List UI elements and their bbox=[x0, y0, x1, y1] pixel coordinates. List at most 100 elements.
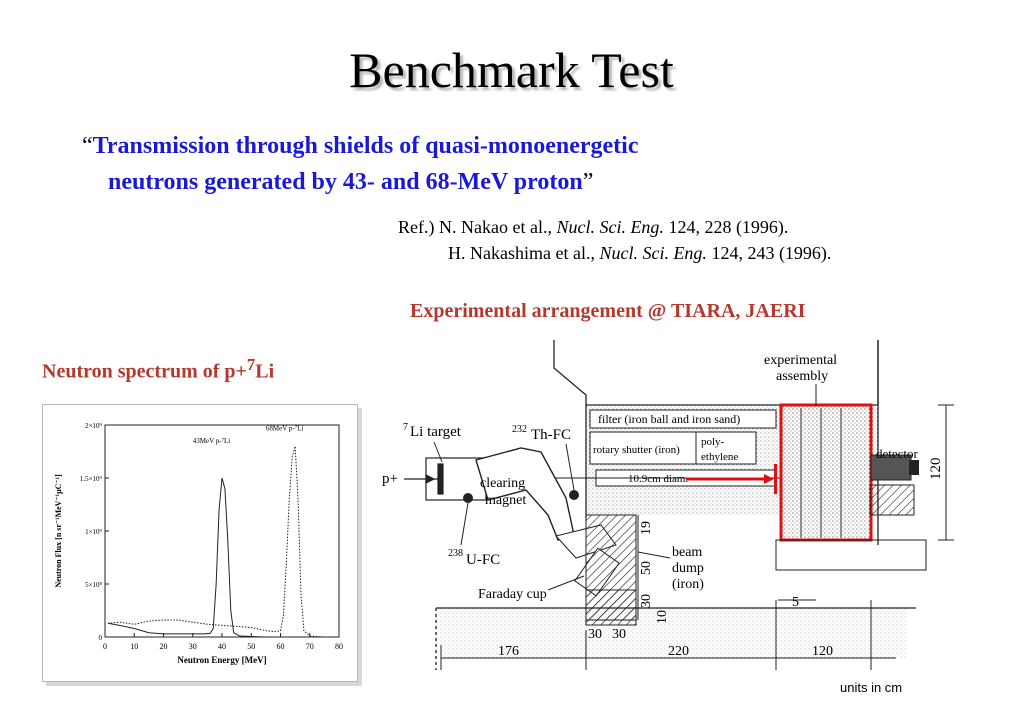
beam-marker bbox=[774, 464, 777, 494]
filter-label: filter (iron ball and iron sand) bbox=[598, 412, 740, 426]
detector-body bbox=[870, 454, 912, 481]
dim-5: 5 bbox=[792, 595, 799, 610]
poly-label-2: ethylene bbox=[701, 451, 738, 463]
dimension-lines bbox=[440, 404, 954, 670]
x-tick-label: 10 bbox=[130, 642, 138, 651]
quote-close-mark: ” bbox=[582, 169, 594, 195]
th-fc-dot bbox=[569, 490, 579, 500]
plot-frame bbox=[104, 424, 340, 638]
beam-dump-label-1: beam bbox=[672, 545, 702, 560]
dim-176: 176 bbox=[498, 644, 519, 659]
beam-dump-label-3: (iron) bbox=[672, 577, 704, 592]
quote-text-1: Transmission through shields of quasi-mo… bbox=[92, 133, 639, 159]
x-tick-label: 80 bbox=[335, 642, 343, 651]
spectrum-figure: 0 10 20 30 40 50 60 70 80 0 5×10⁸ 1×10⁹ 1.5×10⁹ 2×10⁹… bbox=[42, 404, 358, 682]
dim-30: 30 bbox=[639, 594, 654, 608]
beam-dump-label-2: dump bbox=[672, 561, 704, 576]
assembly-label-2: assembly bbox=[776, 369, 828, 384]
rotary-shutter bbox=[589, 431, 697, 465]
dim-10: 10 bbox=[655, 610, 670, 624]
series-label-68mev: 68MeV p-⁷Li bbox=[266, 424, 304, 432]
u-fc-leader bbox=[460, 502, 469, 546]
ref1-prefix: Ref.) N. Nakao et al., bbox=[398, 217, 557, 237]
magnet-label-1: clearing bbox=[480, 476, 525, 491]
ref1-journal: Nucl. Sci. Eng. bbox=[556, 217, 664, 237]
detector-label: detector bbox=[876, 446, 919, 461]
x-tick-label: 70 bbox=[306, 642, 314, 651]
poly-label-1: poly- bbox=[701, 436, 725, 448]
quote-text-2: neutrons generated by 43- and 68-MeV pro… bbox=[108, 169, 583, 195]
assembly-label-1: experimental bbox=[764, 353, 837, 368]
arrangement-caption: Experimental arrangement @ TIARA, JAERI bbox=[410, 300, 806, 322]
ref2-journal: Nucl. Sci. Eng. bbox=[599, 243, 707, 263]
floor-concrete bbox=[436, 608, 906, 658]
x-tick-label: 50 bbox=[247, 642, 255, 651]
slide-title: Benchmark Test bbox=[349, 42, 674, 98]
y-tick-label: 1×10⁹ bbox=[85, 528, 102, 536]
neutron-beam-arrowhead bbox=[764, 474, 774, 484]
series-line-1 bbox=[107, 477, 266, 638]
dim-19: 19 bbox=[639, 521, 654, 535]
spectrum-chart: 0 10 20 30 40 50 60 70 80 0 5×10⁸ 1×10⁹ 1.5×10⁹ 2×10⁹… bbox=[54, 422, 343, 665]
spectrum-caption-suffix: Li bbox=[255, 360, 275, 383]
iron-filter bbox=[589, 409, 777, 429]
beam-dump-leader bbox=[637, 551, 671, 559]
y-tick-label: 5×10⁸ bbox=[85, 581, 102, 589]
quote-open-mark: “ bbox=[82, 133, 93, 159]
x-tick-label: 40 bbox=[218, 642, 226, 651]
x-tick-label: 60 bbox=[277, 642, 285, 651]
series-line-2 bbox=[107, 446, 325, 638]
polyethylene-block bbox=[695, 431, 757, 465]
th-fc-leader bbox=[565, 443, 575, 491]
units-note: units in cm bbox=[840, 680, 903, 695]
th-fc-sup: 232 bbox=[512, 424, 527, 435]
faraday-label: Faraday cup bbox=[478, 587, 547, 602]
u-fc-sup: 238 bbox=[448, 548, 463, 559]
quote-line-1: “Transmission through shields of quasi-m… bbox=[82, 128, 639, 164]
ref2-suffix: 124, 243 (1996). bbox=[706, 243, 832, 263]
experimental-assembly bbox=[779, 403, 873, 542]
shutter-label: rotary shutter (iron) bbox=[593, 444, 680, 456]
li-target-sup: 7 bbox=[403, 422, 408, 433]
faraday-leader bbox=[547, 575, 585, 591]
beam-dump-base bbox=[585, 589, 637, 621]
dim-30-a: 30 bbox=[588, 627, 602, 642]
spectrum-caption: Neutron spectrum of p+7Li bbox=[42, 355, 274, 384]
dim-120-vertical: 120 bbox=[928, 458, 944, 481]
y-tick-label: 0 bbox=[99, 634, 103, 642]
study-quote: “Transmission through shields of quasi-m… bbox=[82, 128, 639, 200]
target-chamber bbox=[404, 457, 487, 501]
li-target-leader bbox=[433, 441, 443, 463]
y-tick-label: 1.5×10⁹ bbox=[80, 475, 103, 483]
x-tick-label: 20 bbox=[160, 642, 168, 651]
magnet-label-2: magnet bbox=[485, 493, 526, 508]
quote-line-2: neutrons generated by 43- and 68-MeV pro… bbox=[82, 164, 639, 200]
detector-head bbox=[909, 460, 919, 475]
assembly-table bbox=[775, 539, 927, 571]
ref1-suffix: 124, 228 (1996). bbox=[663, 217, 789, 237]
references: Ref.) N. Nakao et al., Nucl. Sci. Eng. 1… bbox=[398, 214, 831, 266]
proton-label: p+ bbox=[382, 471, 398, 487]
dim-220: 220 bbox=[668, 644, 689, 659]
u-fc-label: U-FC bbox=[466, 552, 500, 568]
spectrum-caption-prefix: Neutron spectrum of p+ bbox=[42, 360, 247, 383]
reference-2: H. Nakashima et al., Nucl. Sci. Eng. 124… bbox=[398, 240, 831, 266]
x-tick-label: 30 bbox=[189, 642, 197, 651]
detector-stand bbox=[869, 484, 915, 516]
dim-50: 50 bbox=[639, 561, 654, 575]
u-fc-dot bbox=[463, 493, 473, 503]
collimator-label: 10.9cm diam. bbox=[628, 473, 688, 485]
experimental-arrangement-diagram: filter (iron ball and iron sand) rotary … bbox=[382, 340, 954, 670]
th-fc-label: Th-FC bbox=[531, 427, 571, 443]
series-label-43mev: 43MeV p-⁷Li bbox=[193, 437, 231, 445]
y-axis-label: Neutron Flux [n sr⁻¹MeV⁻¹μC⁻¹] bbox=[54, 474, 63, 588]
x-axis-label: Neutron Energy [MeV] bbox=[177, 655, 266, 665]
ref2-prefix: H. Nakashima et al., bbox=[448, 243, 600, 263]
dim-120-horizontal: 120 bbox=[812, 644, 833, 659]
spectrum-caption-sup: 7 bbox=[246, 355, 256, 374]
x-tick-label: 0 bbox=[103, 642, 107, 651]
dim-30-b: 30 bbox=[612, 627, 626, 642]
y-tick-label: 2×10⁹ bbox=[85, 422, 102, 430]
reference-1: Ref.) N. Nakao et al., Nucl. Sci. Eng. 1… bbox=[398, 214, 831, 240]
li-target-label: Li target bbox=[410, 424, 462, 440]
